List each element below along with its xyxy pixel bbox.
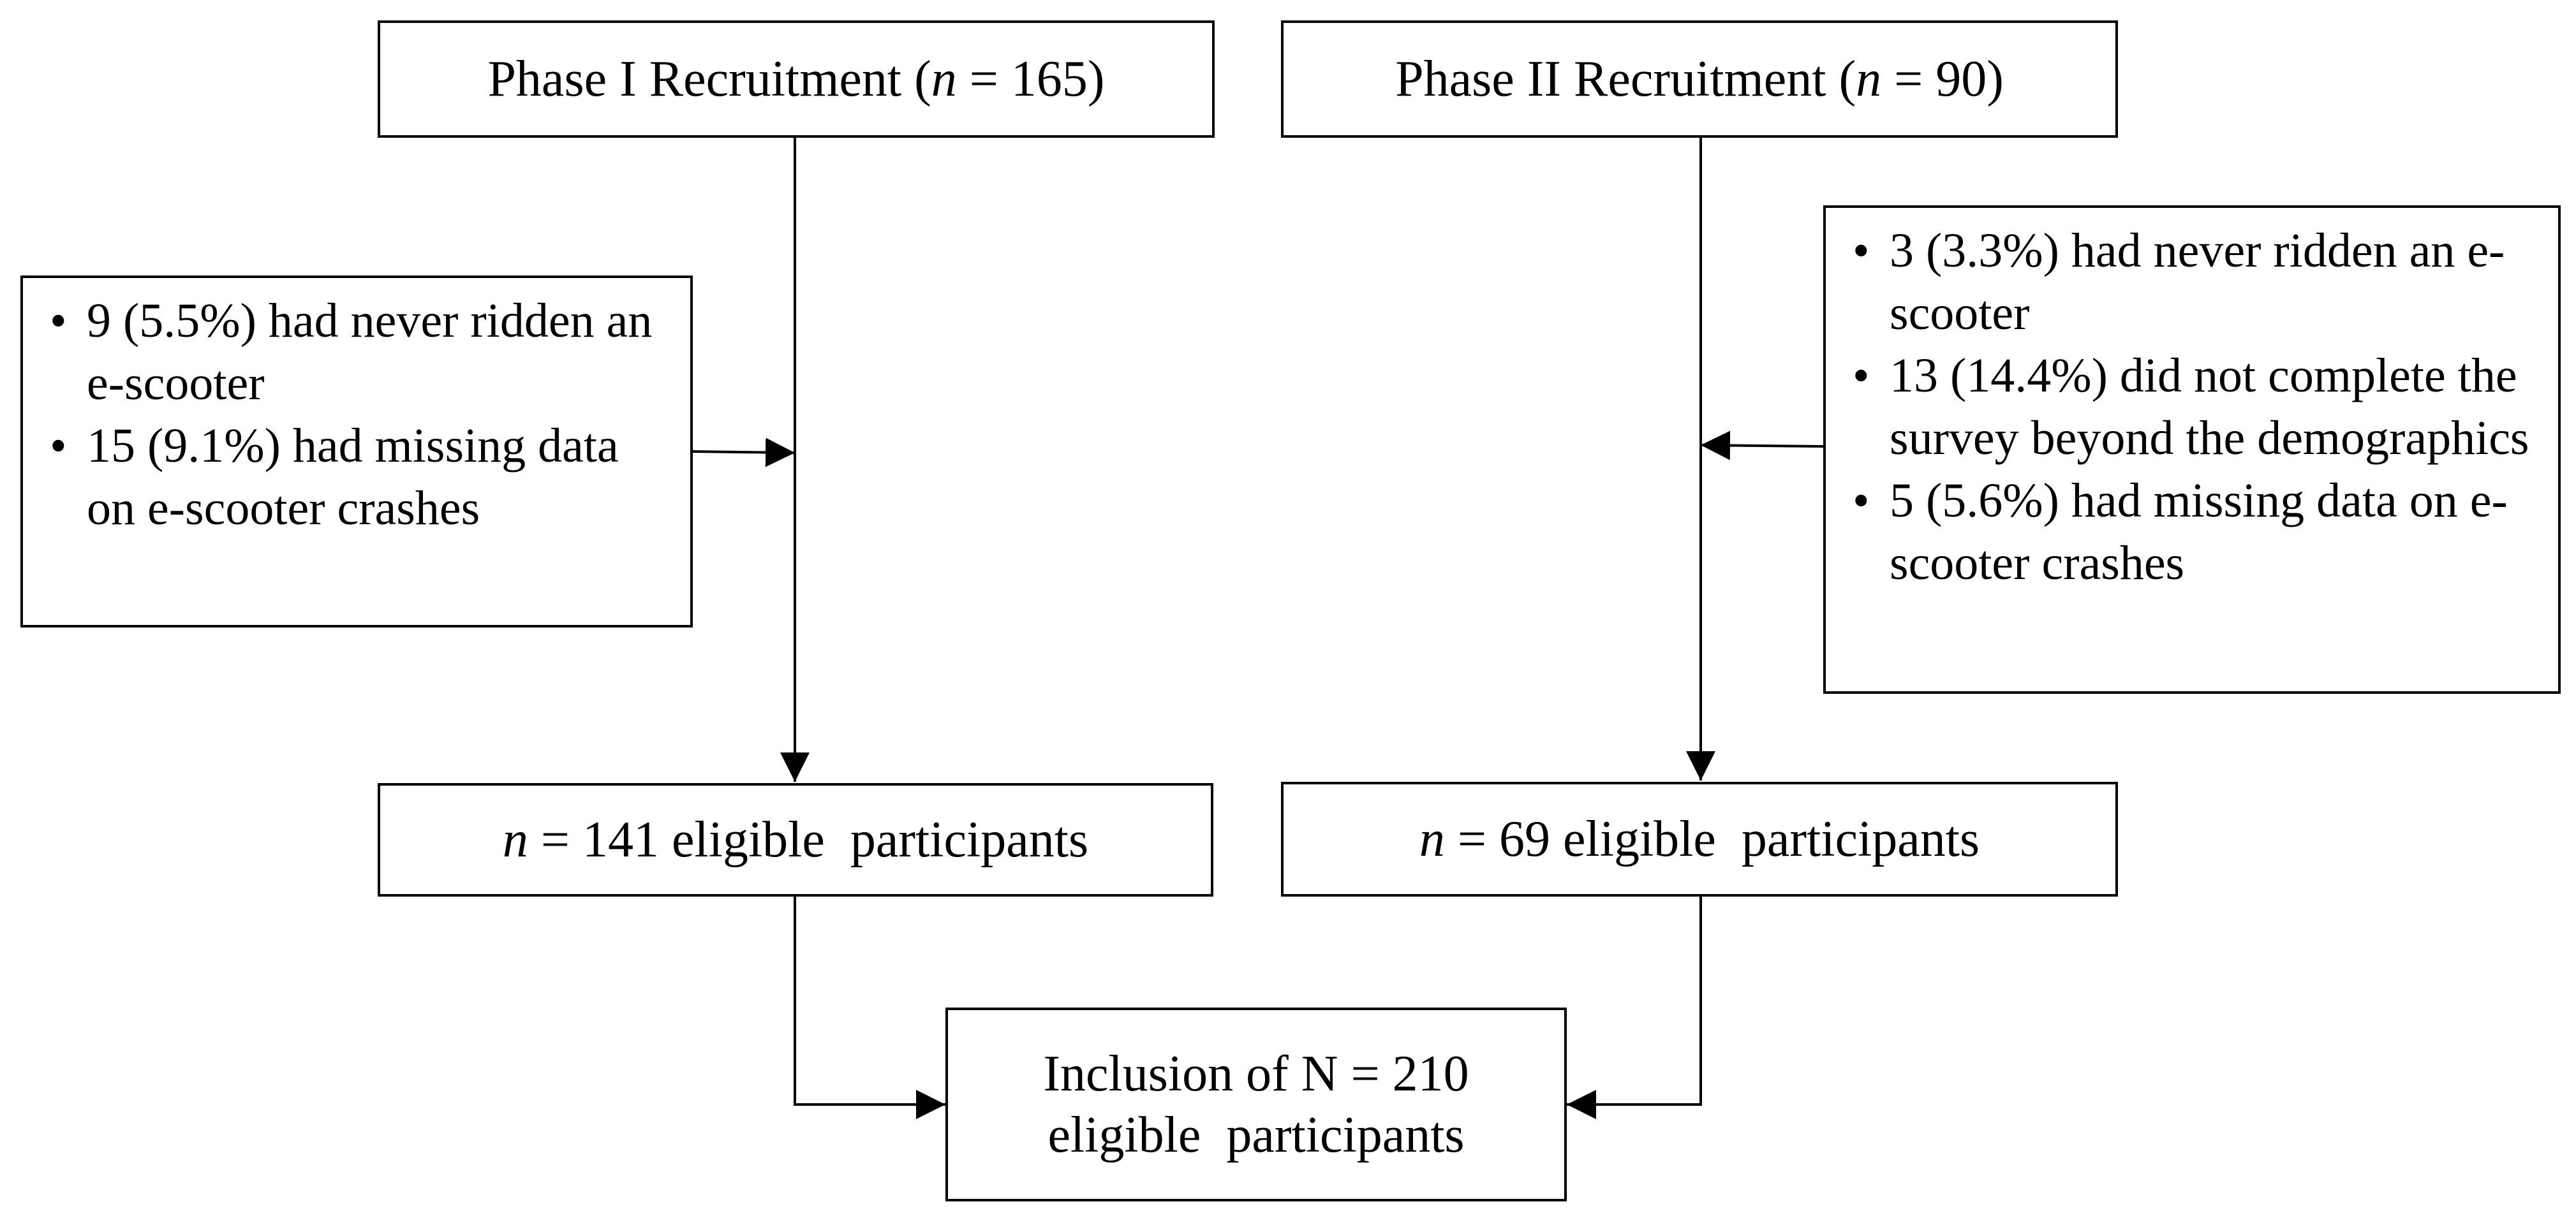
final-inclusion-line2: eligible participants [1047,1107,1465,1163]
phase2-recruit-n: n [1856,51,1882,107]
phase1-recruit-prefix: Phase I Recruitment ( [487,51,931,107]
phase2-eligible-box: n = 69 eligible participants [1281,782,2118,897]
phase1-eligible-suffix: = 141 eligible participants [528,812,1089,868]
phase2-recruitment-label: Phase II Recruitment (n = 90) [1395,48,2004,110]
phase1-eligible-n: n [502,812,528,868]
phase2-exclusion-arrow [1700,430,1824,460]
phase1-recruit-n: n [931,51,957,107]
phase2-to-final-arrow [1567,897,1702,1119]
phase2-exclusion-item: 13 (14.4%) did not complete the survey b… [1839,344,2545,469]
phase2-exclusion-box: 3 (3.3%) had never ridden an e-scooter 1… [1823,205,2561,694]
phase2-exclusion-list: 3 (3.3%) had never ridden an e-scooter 1… [1839,219,2545,594]
phase1-exclusion-item: 9 (5.5%) had never ridden an e-scooter [36,290,677,415]
phase2-eligible-label: n = 69 eligible participants [1419,809,1980,870]
phase1-recruitment-box: Phase I Recruitment (n = 165) [378,20,1215,138]
phase2-eligible-suffix: = 69 eligible participants [1444,811,1980,867]
phase1-exclusion-list: 9 (5.5%) had never ridden an e-scooter 1… [36,290,677,539]
phase1-to-final-arrow [794,897,945,1119]
phase2-exclusion-item: 3 (3.3%) had never ridden an e-scooter [1839,219,2545,344]
phase2-eligible-n: n [1419,811,1445,867]
phase2-exclusion-item: 5 (5.6%) had missing data on e-scooter c… [1839,469,2545,594]
final-inclusion-line1: Inclusion of N = 210 [1043,1046,1469,1102]
phase1-recruitment-label: Phase I Recruitment (n = 165) [487,48,1104,110]
phase1-exclusion-arrow [692,437,796,467]
phase2-recruit-prefix: Phase II Recruitment ( [1395,51,1856,107]
phase1-eligible-label: n = 141 eligible participants [503,809,1088,870]
phase2-recruitment-box: Phase II Recruitment (n = 90) [1281,20,2118,138]
phase1-recruit-suffix: = 165) [956,51,1105,107]
phase1-eligible-box: n = 141 eligible participants [378,783,1213,897]
phase2-recruit-suffix: = 90) [1881,51,2004,107]
phase1-exclusion-item: 15 (9.1%) had missing data on e-scooter … [36,415,677,539]
phase1-exclusion-box: 9 (5.5%) had never ridden an e-scooter 1… [20,275,693,627]
final-inclusion-box: Inclusion of N = 210 eligible participan… [945,1008,1567,1201]
